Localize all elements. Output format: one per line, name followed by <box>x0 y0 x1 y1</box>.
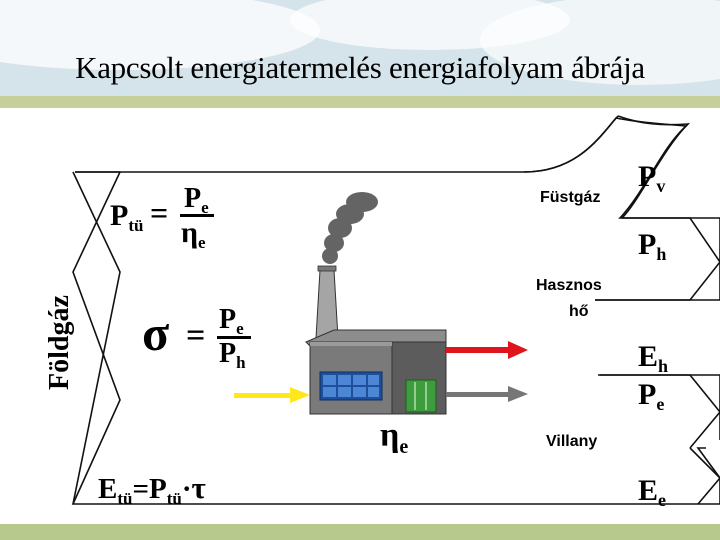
electricity-branch <box>598 374 720 449</box>
electrical-efficiency-symbol: ηe <box>380 417 408 458</box>
svg-text:Ph: Ph <box>219 338 246 372</box>
smoke-plume <box>322 192 378 264</box>
fraction-bar <box>180 214 214 217</box>
svg-text:Etü=Ptü·τ: Etü=Ptü·τ <box>98 470 206 508</box>
fuel-power-formula: Ptü = Pe ηe <box>110 183 214 252</box>
flue-gas-label: Füstgáz <box>540 189 600 206</box>
fraction-bar <box>217 336 251 339</box>
electric-energy-symbol: Ee <box>638 474 666 510</box>
chimney <box>315 269 339 339</box>
svg-text:Ptü: Ptü <box>110 199 143 235</box>
diagram-panel <box>0 108 720 524</box>
fuel-energy-formula: Etü=Ptü·τ <box>98 470 206 508</box>
useful-heat-label-line1: Hasznos <box>536 277 602 294</box>
useful-heat-label-line2: hő <box>569 303 589 320</box>
factory-door <box>405 379 437 413</box>
electric-power-symbol: Pe <box>638 378 664 414</box>
electricity-label: Villany <box>546 433 597 450</box>
flue-gas-branch-tip <box>617 115 691 219</box>
svg-text:ηe: ηe <box>181 216 206 252</box>
svg-text:=: = <box>186 317 205 354</box>
electricity-output-arrow <box>446 386 528 402</box>
flue-gas-symbol: Pv <box>638 160 665 196</box>
svg-text:σ: σ <box>142 305 169 361</box>
svg-text:Pe: Pe <box>184 183 209 217</box>
slide-title: Kapcsolt energiatermelés energiafolyam á… <box>75 50 645 85</box>
bottom-right-edge <box>689 447 720 505</box>
left-notch <box>72 171 121 505</box>
power-to-heat-ratio-formula: σ = Pe Ph <box>142 304 251 372</box>
heat-power-symbol: Ph <box>638 228 666 264</box>
svg-text:Pe: Pe <box>219 304 244 338</box>
factory-windows <box>319 371 383 401</box>
svg-text:=: = <box>150 195 168 231</box>
heat-branch <box>595 217 720 301</box>
heat-output-arrow <box>446 341 528 359</box>
heat-energy-symbol: Eh <box>638 340 668 376</box>
fuel-input-arrow <box>234 387 310 403</box>
flue-gas-branch <box>523 115 619 173</box>
input-label: Földgáz <box>44 295 75 390</box>
